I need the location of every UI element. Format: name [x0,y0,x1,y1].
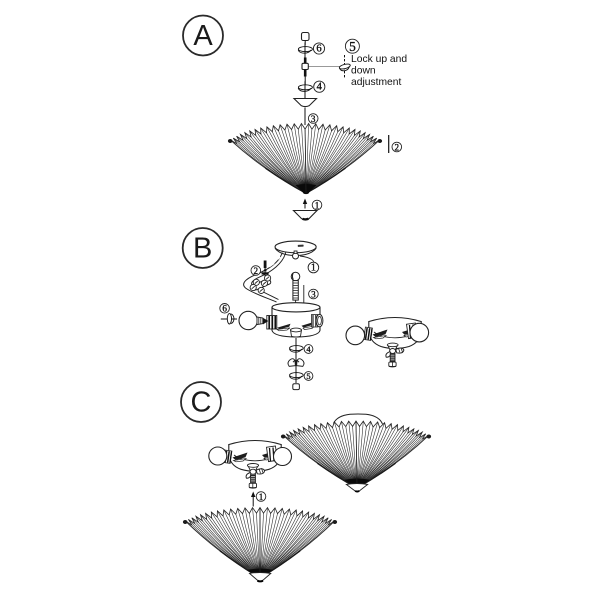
svg-text:1: 1 [311,262,316,273]
svg-text:down: down [351,66,376,77]
svg-text:2: 2 [254,266,259,276]
svg-text:3: 3 [311,114,316,124]
svg-text:Lock up and: Lock up and [351,54,407,65]
svg-text:3: 3 [311,289,316,299]
svg-text:4: 4 [306,345,311,354]
svg-text:adjustment: adjustment [351,77,402,88]
svg-text:A: A [193,20,213,52]
svg-text:6: 6 [222,304,227,314]
svg-text:5: 5 [306,372,310,381]
svg-text:6: 6 [316,43,321,54]
svg-text:5: 5 [349,39,356,54]
svg-text:1: 1 [315,200,320,210]
svg-text:2: 2 [395,142,400,152]
svg-text:C: C [191,387,212,419]
svg-text:4: 4 [317,82,323,93]
svg-text:1: 1 [259,492,264,502]
svg-text:B: B [193,233,212,265]
